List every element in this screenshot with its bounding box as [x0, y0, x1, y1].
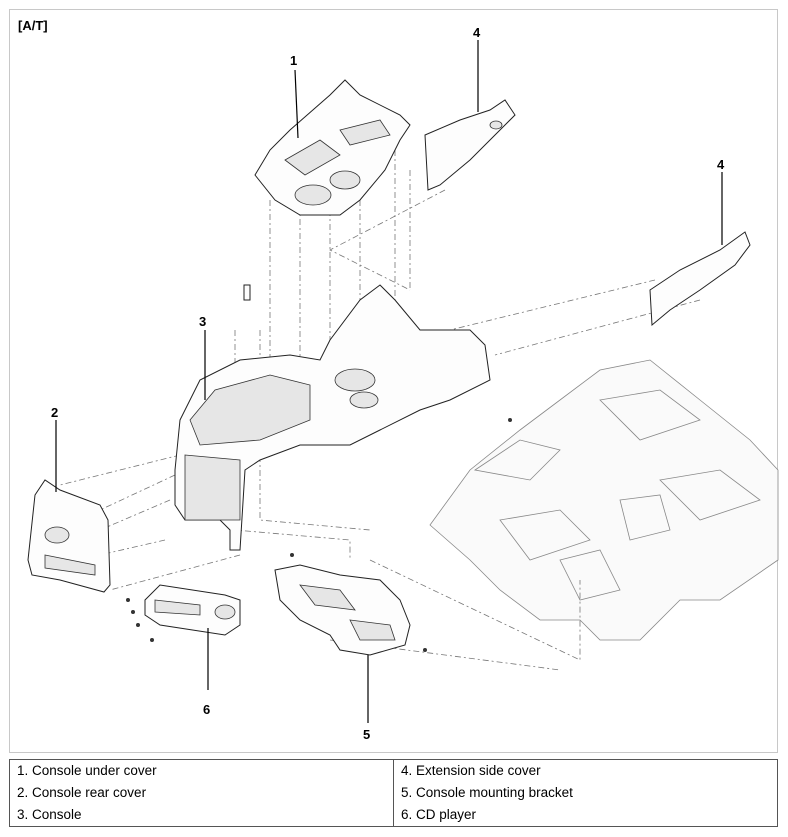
transmission-tag: [A/T] — [18, 18, 48, 33]
callout-2: 2 — [51, 405, 59, 420]
legend-item: 1. Console under cover — [17, 763, 157, 778]
callout-4-upper: 4 — [473, 25, 481, 40]
cd-player — [144, 584, 241, 636]
callout-4-lower: 4 — [717, 157, 725, 172]
console-mounting-bracket — [274, 564, 411, 656]
legend-item: 5. Console mounting bracket — [401, 785, 573, 800]
legend-item: 4. Extension side cover — [401, 763, 541, 778]
extension-side-cover-lower — [649, 231, 751, 327]
console-body — [174, 284, 491, 551]
callout-6: 6 — [203, 702, 211, 717]
legend-item: 6. CD player — [401, 807, 477, 822]
screws — [126, 418, 512, 652]
legend-item: 3. Console — [17, 807, 82, 822]
callout-5: 5 — [363, 727, 371, 742]
console-rear-cover — [27, 479, 111, 593]
leader-lines — [55, 40, 723, 723]
legend-item: 2. Console rear cover — [17, 785, 147, 800]
callout-1: 1 — [290, 53, 298, 68]
legend-column-left: 1. Console under cover 2. Console rear c… — [10, 760, 393, 826]
parts-legend: 1. Console under cover 2. Console rear c… — [9, 759, 778, 827]
console-under-cover — [254, 79, 411, 216]
diagram-frame — [9, 9, 778, 753]
exploded-view-diagram — [27, 40, 779, 723]
extension-side-cover-upper — [424, 99, 516, 191]
callout-3: 3 — [199, 314, 207, 329]
legend-column-right: 4. Extension side cover 5. Console mount… — [393, 760, 777, 826]
floor-pan — [429, 359, 779, 641]
